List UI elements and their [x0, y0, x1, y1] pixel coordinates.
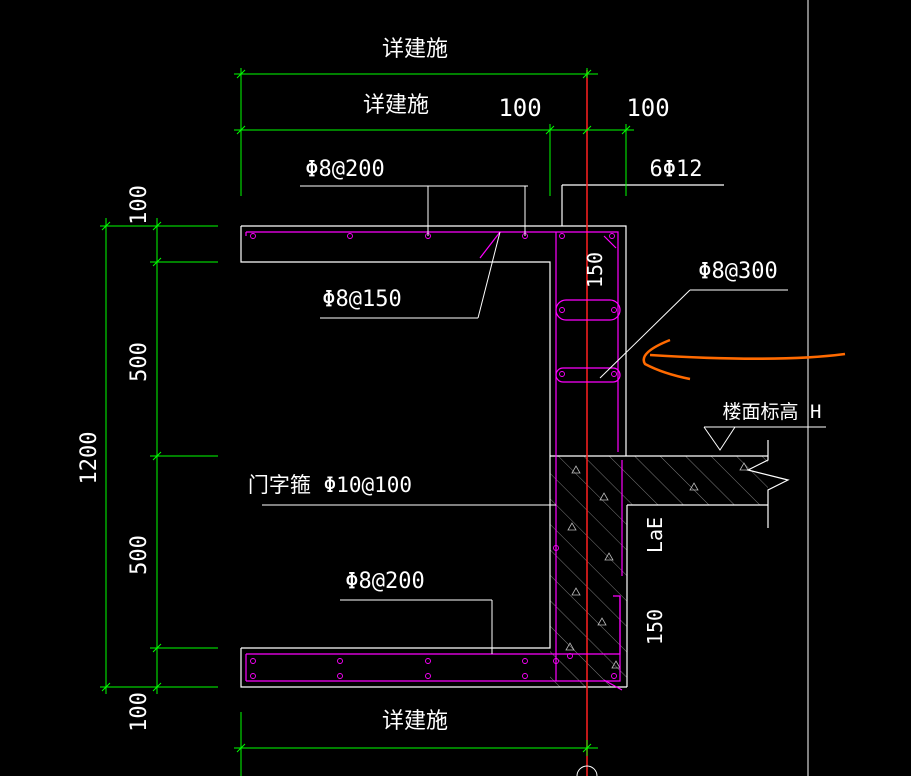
dim-150-top: 150: [583, 252, 607, 288]
structure-outline: [240, 184, 790, 688]
stirrup-label: 门字箍 Φ10@100: [248, 473, 412, 497]
dim-150-bottom: 150: [643, 609, 667, 645]
leader-lines: [262, 185, 826, 654]
dimension-lines: [100, 68, 634, 776]
main-bars-label: 6Φ12: [650, 157, 703, 182]
left-dim-100-bottom: 100: [127, 692, 152, 732]
left-dim-500-bottom: 500: [127, 535, 152, 575]
rebar-top-label: Φ8@200: [305, 157, 384, 182]
mid-dim-label: 详建施: [363, 93, 429, 118]
left-dim-500-top: 500: [127, 342, 152, 382]
dim-100-b: 100: [626, 94, 669, 122]
left-dim-100-top: 100: [127, 185, 152, 225]
top-dim-label: 详建施: [382, 37, 448, 62]
annotation-arrow: [642, 338, 846, 381]
bottom-dim-label: 详建施: [382, 709, 448, 734]
rebar-bottom-label: Φ8@200: [345, 569, 424, 594]
dim-100-a: 100: [498, 94, 541, 122]
axis-bubble: [576, 765, 598, 776]
rebar-dots: [250, 233, 617, 679]
rebar-300-label: Φ8@300: [698, 259, 777, 284]
left-dim-1200: 1200: [77, 432, 102, 485]
lae-label: LaE: [643, 517, 667, 553]
concrete-hatch: [550, 456, 768, 687]
floor-elevation-label: 楼面标高 H: [723, 401, 822, 423]
rebar-diag-label: Φ8@150: [322, 287, 401, 312]
